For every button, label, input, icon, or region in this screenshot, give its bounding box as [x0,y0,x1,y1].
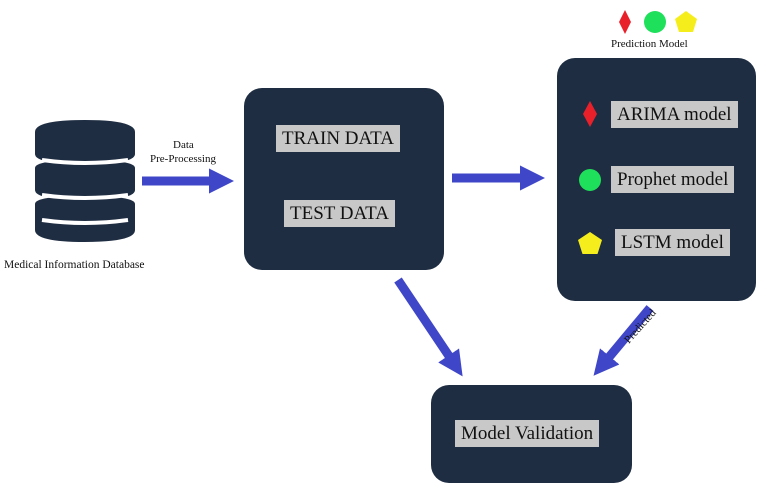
model-arima-label: ARIMA model [611,101,738,128]
model-validation-label: Model Validation [455,420,600,447]
model-lstm-label: LSTM model [615,229,730,256]
train-data-label: TRAIN DATA [276,125,400,152]
arima-diamond-icon [583,101,597,127]
model-prophet-label: Prophet model [611,166,735,193]
preprocess-label-line1: Data [173,139,194,151]
legend-circle-icon [644,11,666,33]
data-box: TRAIN DATA TEST DATA [244,88,444,270]
arrow-data-to-validation [394,277,463,377]
legend-title: Prediction Model [611,38,688,50]
arrow-models-to-validation [593,305,654,376]
database-label: Medical Information Database [4,259,145,271]
database-icon [35,120,135,242]
test-data-label: TEST DATA [284,200,395,227]
preprocess-label-line2: Pre-Processing [150,153,216,165]
legend-symbols [619,10,697,34]
prediction-models-box: ARIMA model Prophet model LSTM model [557,58,756,301]
legend-diamond-icon [619,10,631,34]
validation-box: Model Validation [431,385,632,483]
prophet-circle-icon [579,169,601,191]
lstm-pentagon-icon [578,232,602,254]
legend-pentagon-icon [675,11,697,32]
